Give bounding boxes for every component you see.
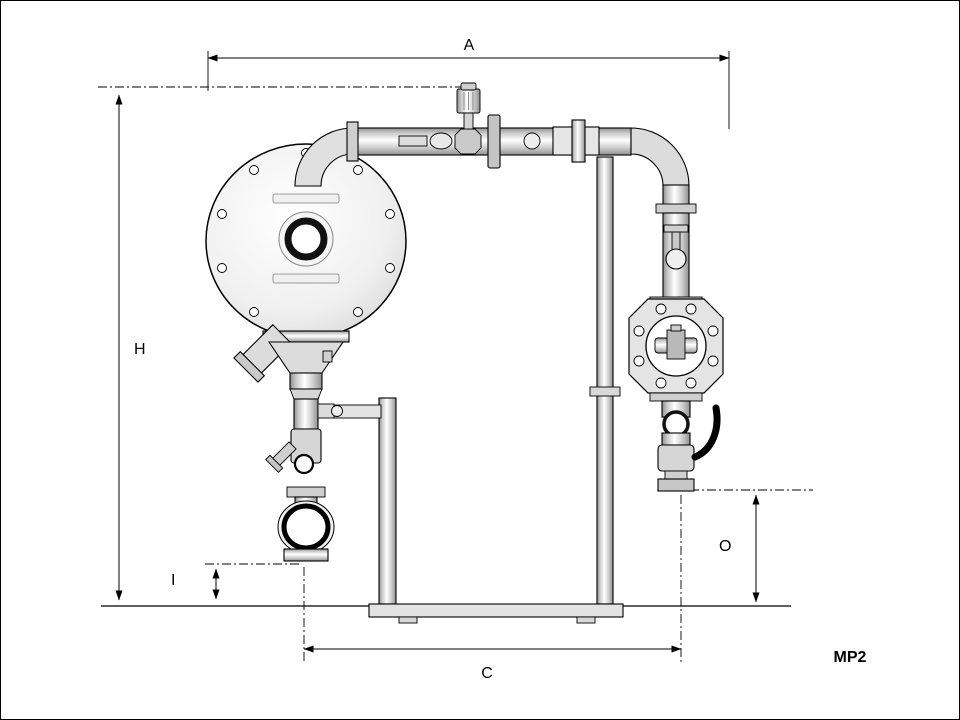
bolt-hole bbox=[249, 165, 259, 175]
support-frame bbox=[332, 156, 624, 624]
pipe-elbow-right bbox=[630, 127, 690, 187]
pressure-gauge bbox=[454, 82, 482, 155]
frame-base-plate bbox=[368, 603, 624, 618]
bolt-hole bbox=[217, 263, 227, 273]
frame-foot-left bbox=[398, 616, 418, 624]
left-pipe-mid bbox=[293, 398, 319, 430]
bolt-hole bbox=[685, 303, 697, 315]
dim-label-i: I bbox=[171, 572, 175, 589]
side-tap-port bbox=[331, 405, 343, 417]
pipe-sight-glass bbox=[523, 132, 541, 150]
pipe-fitting-knob bbox=[429, 132, 453, 150]
drain-valve-knob bbox=[293, 453, 315, 475]
frame-foot-right bbox=[576, 616, 596, 624]
right-pipe-stub bbox=[661, 432, 691, 446]
dim-label-h: H bbox=[134, 341, 146, 358]
bolt-hole bbox=[707, 325, 719, 337]
pipe-clamp bbox=[552, 119, 600, 163]
union-ring bbox=[662, 410, 690, 438]
right-pipe-upper bbox=[662, 184, 690, 206]
vessel-center-ring bbox=[284, 217, 328, 261]
dim-label-a: A bbox=[464, 37, 475, 54]
drain-valve-stem bbox=[265, 441, 297, 473]
ball-valve-lever bbox=[691, 404, 721, 461]
bolt-hole bbox=[685, 377, 697, 389]
meter-block bbox=[666, 329, 686, 360]
left-branch bbox=[233, 324, 350, 562]
bolt-hole bbox=[707, 355, 719, 367]
left-pipe-neck bbox=[289, 372, 323, 390]
frame-bracket-right bbox=[589, 386, 621, 397]
bolt-hole bbox=[385, 209, 395, 219]
frame-leg-right bbox=[596, 156, 614, 605]
dim-label-c: C bbox=[481, 665, 493, 682]
vessel-baffle-bottom bbox=[272, 273, 340, 284]
drawing-code: MP2 bbox=[834, 649, 867, 666]
dimension-h: H bbox=[98, 86, 468, 601]
meter-mechanism bbox=[654, 324, 698, 360]
outlet-flange-left bbox=[283, 548, 329, 562]
bleed-valve bbox=[663, 224, 689, 270]
gauge-cap bbox=[460, 82, 477, 91]
bleed-valve-handle bbox=[663, 224, 689, 233]
bolt-hole bbox=[655, 377, 667, 389]
dimension-i: I bbox=[171, 563, 302, 600]
clamp-pin bbox=[571, 119, 586, 163]
bolt-hole bbox=[633, 355, 645, 367]
dimension-a: A bbox=[207, 37, 730, 129]
funnel-nub bbox=[322, 350, 333, 363]
dimension-c: C bbox=[303, 495, 682, 682]
right-branch bbox=[628, 184, 724, 492]
vessel-baffle-top bbox=[272, 193, 340, 204]
top-pipe bbox=[346, 82, 690, 187]
bolt-hole bbox=[353, 307, 363, 317]
meter-bolt-holes bbox=[633, 303, 719, 389]
pipe-fitting-rod bbox=[398, 135, 428, 147]
gauge-nut bbox=[454, 128, 482, 155]
dim-label-o: O bbox=[719, 538, 731, 555]
meter-nub bbox=[670, 324, 682, 332]
drain-stem-cap bbox=[265, 454, 284, 473]
bolt-hole bbox=[217, 209, 227, 219]
y-branch-cap bbox=[233, 350, 266, 383]
bleed-valve-body bbox=[665, 248, 687, 270]
left-pipe-reducer bbox=[289, 388, 323, 400]
bolt-hole bbox=[633, 325, 645, 337]
left-outlet-flange-top bbox=[286, 486, 326, 498]
dimension-o: O bbox=[673, 489, 813, 603]
top-pipe-flange-left bbox=[346, 121, 359, 162]
bolt-hole bbox=[249, 307, 259, 317]
bolt-hole bbox=[385, 263, 395, 273]
bleed-valve-stem bbox=[671, 231, 681, 251]
y-branch-stub bbox=[233, 324, 292, 383]
right-pipe-flange-joint bbox=[655, 203, 697, 214]
outlet-flange-right bbox=[657, 478, 695, 492]
bolt-hole bbox=[655, 303, 667, 315]
outlet-elbow-ring bbox=[281, 503, 331, 551]
meter-flange-bottom bbox=[649, 392, 703, 402]
pipe-flange-mid bbox=[487, 114, 501, 169]
ball-valve-body bbox=[657, 444, 695, 472]
frame-leg-left bbox=[378, 397, 397, 605]
bolt-hole bbox=[353, 165, 363, 175]
